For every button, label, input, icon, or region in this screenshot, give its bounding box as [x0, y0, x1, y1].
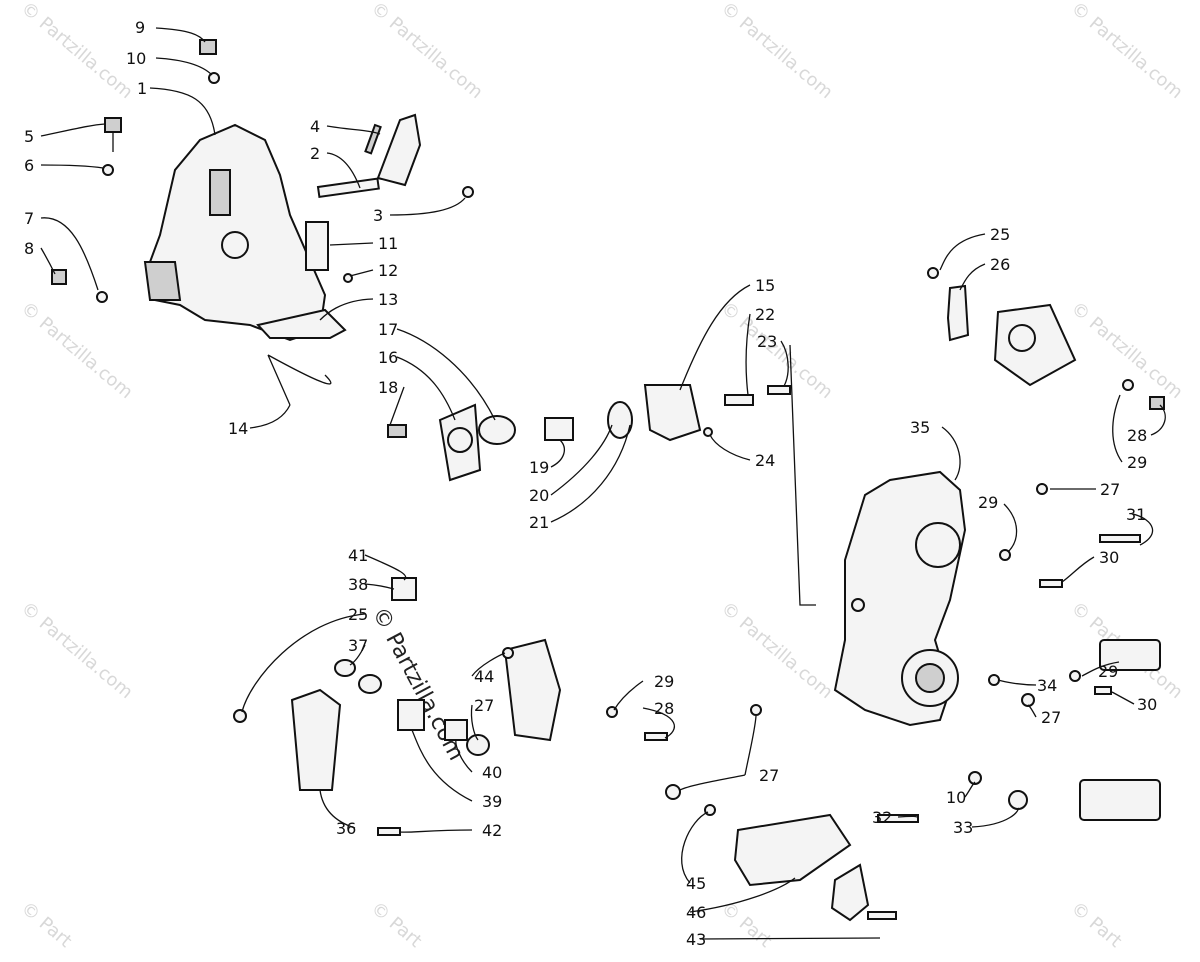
callout-10: 10	[126, 49, 146, 68]
callout-25: 25	[348, 605, 368, 624]
callout-19: 19	[529, 458, 549, 477]
callout-6: 6	[24, 156, 34, 175]
callout-41: 41	[348, 546, 368, 565]
callout-14: 14	[228, 419, 248, 438]
callout-13: 13	[378, 290, 398, 309]
small-hardware-left	[51, 39, 220, 303]
watermark: © Partzilla.com	[1067, 0, 1187, 103]
watermark: © Partzilla.com	[17, 0, 137, 103]
callout-29: 29	[654, 672, 674, 691]
detent-parts	[927, 267, 1165, 410]
callout-15: 15	[755, 276, 775, 295]
callout-38: 38	[348, 575, 368, 594]
callout-31: 31	[1126, 505, 1146, 524]
callout-3: 3	[373, 206, 383, 225]
callout-2: 2	[310, 144, 320, 163]
callout-25: 25	[990, 225, 1010, 244]
callout-26: 26	[990, 255, 1010, 274]
callout-36: 36	[336, 819, 356, 838]
callout-20: 20	[529, 486, 549, 505]
callout-17: 17	[378, 320, 398, 339]
shift-linkage-assembly	[233, 577, 668, 836]
gearcase-housing	[833, 470, 967, 727]
watermark: © Partzilla.com	[367, 0, 487, 103]
callout-33: 33	[953, 818, 973, 837]
reverse-shift-assembly	[387, 384, 791, 482]
watermark: © Partzilla.com	[17, 598, 137, 703]
chaincase-cover	[143, 123, 327, 342]
callout-37: 37	[348, 636, 368, 655]
callout-labels: 9 10 1 5 6 7 8 4 2 3 11 12 13 14 15 22 2…	[24, 18, 1157, 949]
brake-plate	[305, 221, 353, 283]
watermark: © Partzilla.com	[717, 598, 837, 703]
callout-44: 44	[474, 667, 494, 686]
callout-18: 18	[378, 378, 398, 397]
callout-21: 21	[529, 513, 549, 532]
callout-29: 29	[1098, 662, 1118, 681]
brake-lever	[316, 113, 474, 199]
callout-22: 22	[755, 305, 775, 324]
callout-16: 16	[378, 348, 398, 367]
leader-lines	[40, 27, 1166, 940]
callout-28: 28	[1127, 426, 1147, 445]
callout-9: 9	[135, 18, 145, 37]
callout-42: 42	[482, 821, 502, 840]
callout-46: 46	[686, 903, 706, 922]
callout-43: 43	[686, 930, 706, 949]
mount-bracket	[665, 784, 897, 922]
callout-27: 27	[474, 696, 494, 715]
callout-30: 30	[1099, 548, 1119, 567]
callout-5: 5	[24, 127, 34, 146]
callout-29: 29	[978, 493, 998, 512]
watermark: © Part	[367, 898, 426, 952]
callout-1: 1	[137, 79, 147, 98]
watermark: © Part	[17, 898, 76, 952]
callout-27: 27	[1100, 480, 1120, 499]
callout-34: 34	[1037, 676, 1057, 695]
callout-11: 11	[378, 234, 398, 253]
brake-bracket	[256, 308, 347, 406]
callout-7: 7	[24, 209, 34, 228]
callout-29: 29	[1127, 453, 1147, 472]
callout-32: 32	[872, 808, 892, 827]
watermark: © Partzilla.com	[17, 298, 137, 403]
callout-40: 40	[482, 763, 502, 782]
callout-28: 28	[654, 699, 674, 718]
callout-10: 10	[946, 788, 966, 807]
callout-27: 27	[759, 766, 779, 785]
watermark: © Partzilla.com	[717, 0, 837, 103]
callout-27: 27	[1041, 708, 1061, 727]
callout-39: 39	[482, 792, 502, 811]
watermark: © Part	[1067, 898, 1126, 952]
callout-30: 30	[1137, 695, 1157, 714]
callout-8: 8	[24, 239, 34, 258]
callout-24: 24	[755, 451, 775, 470]
callout-23: 23	[757, 332, 777, 351]
callout-45: 45	[686, 874, 706, 893]
callout-12: 12	[378, 261, 398, 280]
watermark-layer: © Partzilla.com © Partzilla.com © Partzi…	[17, 0, 1187, 952]
callout-4: 4	[310, 117, 320, 136]
callout-35: 35	[910, 418, 930, 437]
